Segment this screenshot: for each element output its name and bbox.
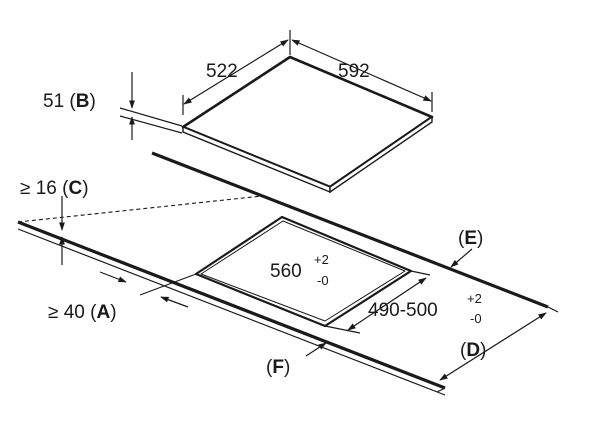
label-f: (F) (266, 357, 290, 378)
letter-f: F (272, 357, 284, 378)
cutout-depth-tol-plus: +2 (467, 291, 482, 306)
cutout-width-label: 560 +2 -0 (270, 252, 329, 288)
letter-e: E (464, 228, 477, 249)
cutout-depth-tol-minus: -0 (470, 311, 482, 326)
worktop-depth-dim (436, 306, 559, 393)
cutout-width-value: 560 (270, 261, 302, 282)
cutout-depth-dim (324, 270, 431, 334)
hob-width-label: 592 (338, 61, 370, 82)
hob-height-value: 51 (43, 91, 64, 112)
clearance-c-value: ≥ 16 (20, 178, 57, 199)
label-d: (D) (460, 340, 486, 361)
hob-dimensions (119, 30, 433, 140)
e-leader (450, 248, 473, 268)
cutout-depth-label: 490-500 +2 -0 (368, 291, 482, 326)
letter-a: A (96, 302, 110, 323)
clearance-a-dim (99, 271, 197, 308)
clearance-a-label: ≥ 40 (A) (48, 302, 117, 323)
clearance-c-label: ≥ 16 (C) (20, 178, 89, 199)
worktop (17, 151, 549, 396)
clearance-a-value: ≥ 40 (48, 302, 85, 323)
cutout-width-tol-plus: +2 (314, 252, 329, 267)
letter-c: C (68, 178, 82, 199)
cutout-width-tol-minus: -0 (317, 273, 329, 288)
cutout-depth-value: 490-500 (368, 300, 438, 321)
letter-b: B (76, 91, 90, 112)
hob-depth-label: 522 (206, 61, 238, 82)
letter-d: D (466, 340, 480, 361)
label-e: (E) (458, 228, 483, 249)
f-leader (305, 342, 327, 357)
hob-height-label: 51 (B) (43, 91, 96, 112)
